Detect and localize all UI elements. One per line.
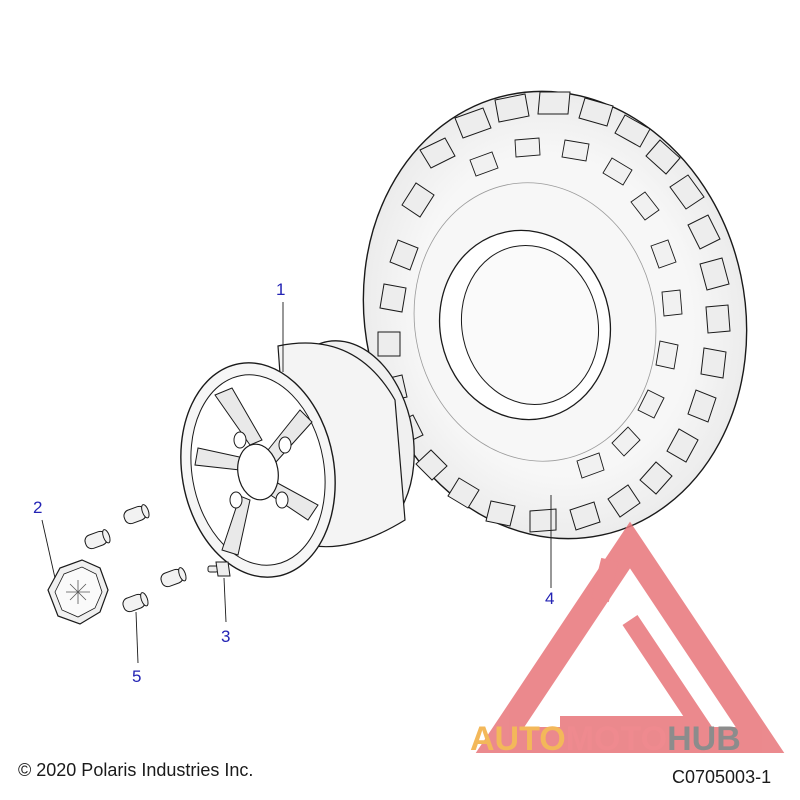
leader-line-5 [135,611,139,664]
lug-nut [84,529,111,550]
leader-line-2 [41,519,56,579]
valve-stem [207,561,231,577]
callout-3: 3 [221,627,231,646]
leader-line-3 [223,577,227,623]
lug-nut [160,567,187,588]
lug-nut [123,504,150,525]
watermark-hub: HUB [667,720,741,758]
lug-nut [122,592,149,613]
callout-2: 2 [33,498,43,517]
polaris-star-logo [66,580,90,604]
tire-tread-blocks [377,91,731,533]
watermark-logo [475,521,785,753]
wheel-rim [180,340,415,578]
watermark-wordmark: AUTOMOTOHUB [470,720,741,759]
watermark-moto: MOTO [565,720,668,758]
callout-1: 1 [276,280,286,299]
tire [362,90,748,540]
copyright-notice: © 2020 Polaris Industries Inc. [18,760,254,780]
lug-nut-group [84,504,187,613]
callout-4: 4 [545,589,555,608]
drawing-number: C0705003-1 [672,767,772,787]
leader-lines [41,302,552,664]
callout-5: 5 [132,667,142,686]
watermark-auto: AUTO [470,720,566,758]
hub-cap [47,559,109,625]
